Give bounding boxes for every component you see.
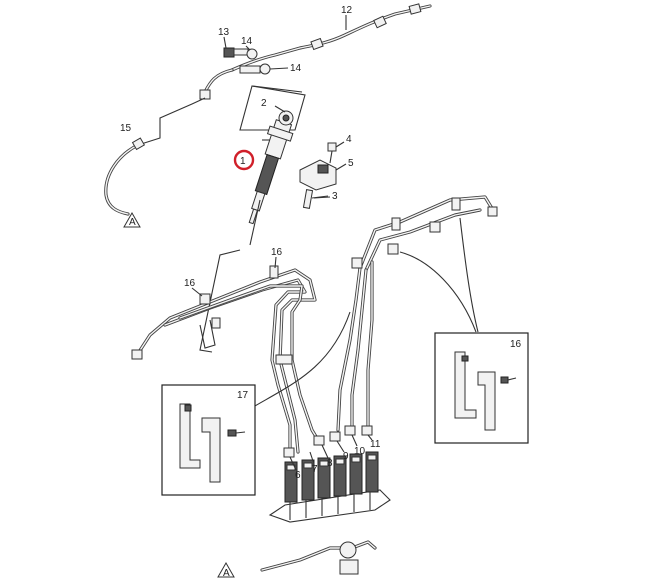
- pipe-nuts: [283, 425, 373, 458]
- callout-15: 15: [120, 123, 132, 134]
- return-pipe-15: [104, 97, 206, 216]
- pipe-harness-left: [131, 265, 320, 454]
- detail-box-16: [434, 332, 529, 444]
- callout-2: 2: [261, 98, 267, 109]
- callout-14-lower: 14: [290, 63, 302, 74]
- callout-5: 5: [348, 158, 354, 169]
- callout-12: 12: [341, 5, 353, 16]
- pump-elements: [284, 451, 379, 503]
- callout-16-left: 16: [184, 278, 196, 289]
- callout-7: 7: [312, 464, 318, 475]
- callout-14-upper: 14: [241, 36, 253, 47]
- callout-6: 6: [295, 470, 301, 481]
- callout-1: 1: [240, 156, 246, 167]
- callout-10: 10: [354, 446, 366, 457]
- callout-16-box: 16: [510, 339, 522, 350]
- callout-8: 8: [327, 458, 333, 469]
- ref-mark-a-bottom: A: [217, 561, 235, 578]
- ref-mark-a-bottom-label: A: [223, 568, 230, 578]
- detail-box-17: [161, 384, 256, 496]
- leader-to-box-17: [247, 311, 351, 411]
- callout-9: 9: [343, 451, 349, 462]
- callout-4: 4: [346, 134, 352, 145]
- selected-part-highlight[interactable]: [233, 149, 255, 171]
- callout-13: 13: [218, 27, 230, 38]
- ref-mark-a-top: A: [123, 211, 141, 228]
- pipe-harness-right: [336, 195, 498, 432]
- callout-16-center: 16: [271, 247, 283, 258]
- leader-to-box-16: [399, 251, 477, 333]
- callout-11: 11: [370, 439, 381, 450]
- injector-1: [239, 85, 306, 225]
- leak-off-line-12: [199, 3, 432, 100]
- leader-bracket: [199, 319, 216, 349]
- lower-fuel-line: [260, 540, 377, 575]
- ref-mark-a-top-label: A: [129, 217, 136, 228]
- callout-3: 3: [332, 191, 338, 202]
- callout-17-box: 17: [237, 390, 249, 401]
- banjo-bolt-assembly: [223, 47, 271, 75]
- injection-pump: [268, 451, 391, 523]
- clamp-assembly: [299, 142, 337, 209]
